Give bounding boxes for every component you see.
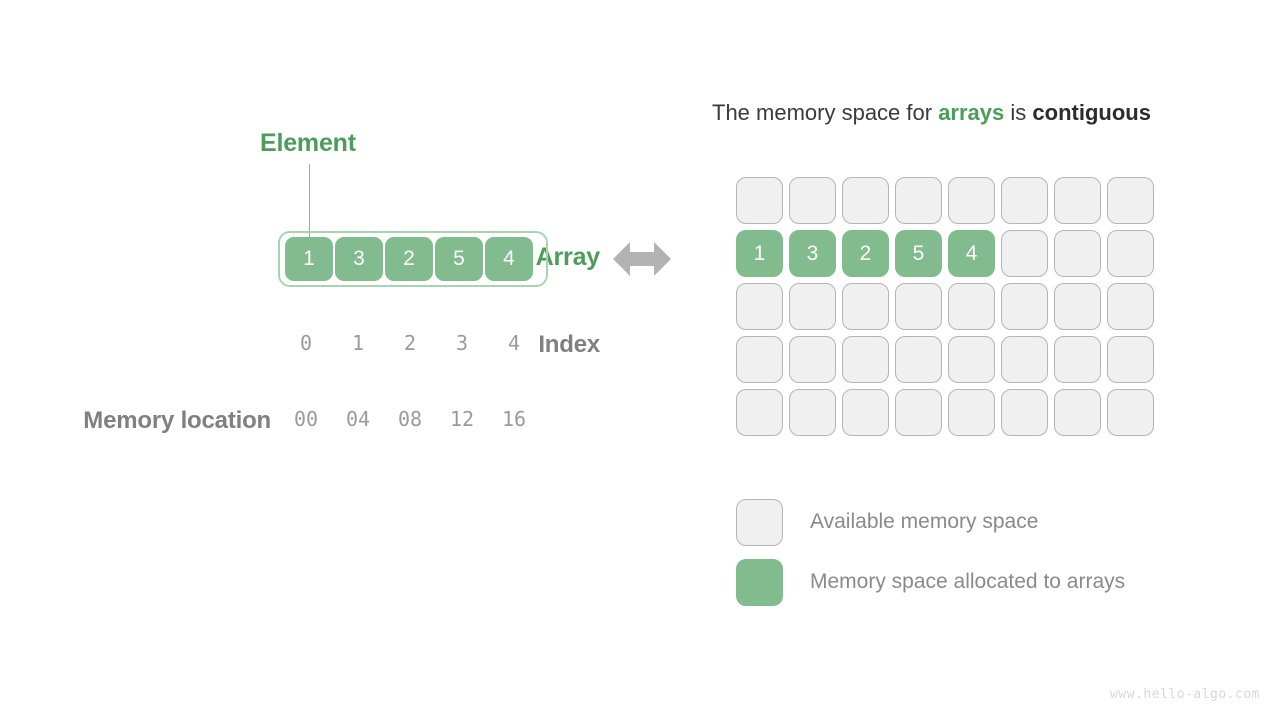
memory-location-value: 12: [449, 407, 475, 431]
memory-title-arrays-highlight: arrays: [938, 100, 1005, 125]
memory-cell-free: [895, 177, 942, 224]
memory-cell-free: [736, 177, 783, 224]
memory-cell-free: [1054, 230, 1101, 277]
index-value: 0: [299, 331, 313, 355]
memory-title-part2: is: [1004, 100, 1033, 125]
memory-cell-free: [1001, 389, 1048, 436]
index-value: 3: [455, 331, 469, 355]
memory-cell-free: [842, 336, 889, 383]
array-diagram-panel: Element Array 1 3 2 5 4 Index 0 1 2 3 4 …: [0, 0, 600, 720]
legend-swatch-used-icon: [736, 558, 783, 606]
memory-title-part1: The memory space for: [712, 100, 939, 125]
memory-grid: 1 3 2 5 4: [736, 177, 1154, 436]
index-value: 1: [351, 331, 365, 355]
memory-cell-free: [948, 283, 995, 330]
memory-cell-free: [948, 389, 995, 436]
memory-cell-free: [1054, 177, 1101, 224]
memory-cell-free: [948, 336, 995, 383]
memory-cell-free: [895, 389, 942, 436]
index-value-row: 0 1 2 3 4: [280, 331, 546, 355]
array-cell: 4: [485, 237, 533, 281]
memory-location-value: 16: [501, 407, 527, 431]
memory-location-row-label: Memory location: [83, 407, 271, 434]
memory-cell-free: [1107, 230, 1154, 277]
memory-cell-free: [1001, 336, 1048, 383]
memory-cell-free: [842, 389, 889, 436]
memory-cell-used: 3: [789, 230, 836, 277]
memory-cell-free: [789, 336, 836, 383]
memory-cell-free: [736, 283, 783, 330]
index-value: 4: [507, 331, 521, 355]
memory-location-value: 08: [397, 407, 423, 431]
memory-cell-used: 4: [948, 230, 995, 277]
memory-cell-free: [895, 336, 942, 383]
memory-cell-free: [1001, 230, 1048, 277]
legend: Available memory space Memory space allo…: [736, 492, 1125, 612]
legend-label-available: Available memory space: [810, 510, 1039, 533]
memory-cell-free: [1054, 283, 1101, 330]
index-value: 2: [403, 331, 417, 355]
memory-cell-free: [1001, 177, 1048, 224]
memory-cell-free: [895, 283, 942, 330]
memory-cell-free: [842, 177, 889, 224]
memory-cell-free: [948, 177, 995, 224]
memory-cell-free: [1054, 389, 1101, 436]
memory-cell-free: [789, 283, 836, 330]
memory-cell-free: [1107, 177, 1154, 224]
watermark: www.hello-algo.com: [1110, 687, 1260, 702]
array-container: 1 3 2 5 4: [278, 231, 548, 287]
memory-cell-free: [789, 389, 836, 436]
memory-cell-free: [1054, 336, 1101, 383]
memory-title: The memory space for arrays is contiguou…: [712, 100, 1151, 126]
memory-title-contiguous-highlight: contiguous: [1032, 100, 1151, 125]
memory-cell-free: [736, 336, 783, 383]
memory-cell-free: [842, 283, 889, 330]
index-row-label: Index: [538, 331, 600, 358]
memory-cell-used: 5: [895, 230, 942, 277]
memory-location-value: 00: [293, 407, 319, 431]
memory-location-value: 04: [345, 407, 371, 431]
element-callout-connector-line: [309, 164, 310, 238]
array-cell: 3: [335, 237, 383, 281]
memory-cell-free: [789, 177, 836, 224]
double-headed-arrow-icon: [613, 238, 671, 280]
memory-cell-free: [1107, 389, 1154, 436]
memory-cell-free: [736, 389, 783, 436]
memory-location-value-row: 00 04 08 12 16: [280, 407, 546, 431]
array-cell: 2: [385, 237, 433, 281]
memory-cell-free: [1107, 336, 1154, 383]
memory-cell-free: [1107, 283, 1154, 330]
legend-item-allocated: Memory space allocated to arrays: [736, 552, 1125, 612]
array-cell: 5: [435, 237, 483, 281]
array-cell: 1: [285, 237, 333, 281]
legend-item-available: Available memory space: [736, 492, 1125, 552]
memory-layout-panel: The memory space for arrays is contiguou…: [700, 0, 1280, 720]
legend-label-allocated: Memory space allocated to arrays: [810, 570, 1126, 593]
memory-cell-used: 1: [736, 230, 783, 277]
memory-cell-free: [1001, 283, 1048, 330]
memory-cell-used: 2: [842, 230, 889, 277]
element-callout-label: Element: [260, 129, 356, 157]
legend-swatch-free-icon: [736, 498, 783, 546]
